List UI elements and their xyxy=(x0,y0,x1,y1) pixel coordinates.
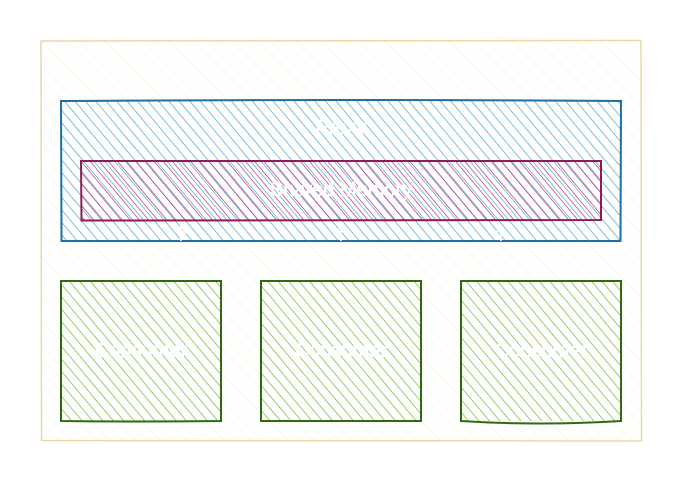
consumer-box-2: Consumer xyxy=(260,280,422,422)
consumer-label-3: Consumer xyxy=(495,340,588,362)
consumer-label-1: Consumer xyxy=(95,340,188,362)
proxy-label: Proxy xyxy=(315,117,366,139)
connector-arrow-2 xyxy=(335,224,347,242)
shared-memory-box: Shared Memory xyxy=(79,160,602,222)
consumer-box-1: Consumer xyxy=(60,280,222,423)
consumer-label-2: Consumer xyxy=(295,340,388,362)
connector-arrow-3 xyxy=(495,224,507,242)
connector-arrow-1 xyxy=(175,224,187,242)
shared-memory-label: Shared Memory xyxy=(270,179,412,201)
connector-group xyxy=(175,224,507,242)
consumer-box-3: Consumer xyxy=(460,280,622,425)
